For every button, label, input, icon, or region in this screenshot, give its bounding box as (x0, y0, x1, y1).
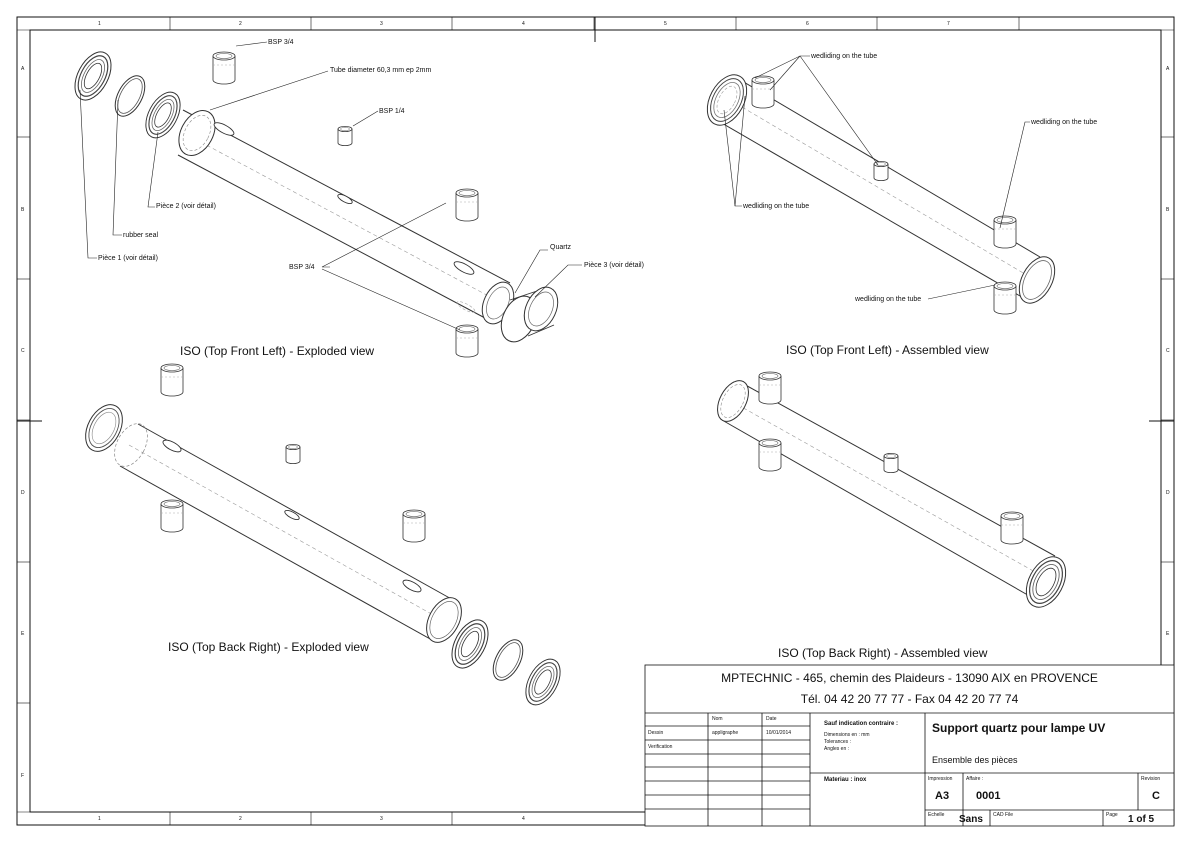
affaire-number: 0001 (976, 790, 1001, 802)
zone-col-bottom-2: 2 (239, 816, 242, 822)
zone-col-bottom-3: 3 (380, 816, 383, 822)
view-title-back-exploded: ISO (Top Back Right) - Exploded view (168, 640, 369, 654)
callout-quartz: Quartz (550, 244, 572, 251)
row-label-dessin: Dessin (648, 730, 664, 736)
zone-row-e-left: E (21, 631, 25, 637)
zone-col-bottom-4: 4 (522, 816, 525, 822)
drawing-title: Support quartz pour lampe UV (932, 721, 1106, 735)
callout-rubber-seal: rubber seal (123, 232, 159, 239)
revision-label: Revision (1141, 776, 1161, 782)
zone-row-a-left: A (21, 66, 25, 72)
assembled-view-front (706, 55, 1056, 315)
zone-row-e-right: E (1166, 631, 1170, 637)
header-date: Date (766, 716, 777, 722)
callout-welding-bottom: wedliding on the tube (855, 296, 922, 303)
zone-row-c-left: C (21, 348, 25, 354)
zone-row-b-left: B (21, 207, 25, 213)
material: Materiau : inox (824, 777, 867, 783)
company-phone: Tél. 04 42 20 77 77 - Fax 04 42 20 77 74 (800, 692, 1019, 706)
zone-col-4: 4 (522, 21, 525, 27)
header-nom: Nom (712, 716, 723, 722)
zone-col-6: 6 (806, 21, 809, 27)
cad-file-label: CAD File (993, 812, 1014, 818)
zone-col-5: 5 (664, 21, 667, 27)
zone-col-7: 7 (947, 21, 950, 27)
zone-col-2: 2 (239, 21, 242, 27)
zone-row-b-right: B (1166, 207, 1170, 213)
callout-piece-1: Pièce 1 (voir détail) (98, 255, 158, 262)
page-label: Page (1106, 812, 1118, 818)
affaire-label: Affaire : (966, 776, 984, 782)
assembled-view-back (717, 371, 1067, 608)
sauf-indication: Sauf indication contraire : (824, 721, 899, 727)
callout-welding-top: wedliding on the tube (811, 53, 878, 60)
exploded-view-front (66, 41, 582, 358)
zone-row-d-right: D (1166, 490, 1170, 496)
exploded-view-back (85, 363, 568, 712)
echelle-value: Sans (959, 814, 983, 825)
dessin-name: appligraphe (712, 730, 739, 736)
row-label-verification: Verification (648, 744, 673, 750)
callout-piece-2: Pièce 2 (voir détail) (156, 203, 216, 210)
zone-row-a-right: A (1166, 66, 1170, 72)
view-title-front-exploded: ISO (Top Front Left) - Exploded view (180, 344, 375, 358)
zone-row-f-left: F (21, 773, 25, 779)
page-number: 1 of 5 (1128, 814, 1155, 825)
echelle-label: Echelle (928, 812, 945, 818)
drawing-subtitle: Ensemble des pièces (932, 755, 1018, 765)
callout-tube: Tube diameter 60,3 mm ep 2mm (330, 67, 432, 74)
title-block-lines (644, 664, 1175, 827)
view-title-front-assembled: ISO (Top Front Left) - Assembled view (786, 343, 989, 357)
revision-letter: C (1152, 790, 1160, 802)
zone-col-3: 3 (380, 21, 383, 27)
angles: Angles en : (824, 746, 850, 752)
zone-row-d-left: D (21, 490, 25, 496)
dimensions-unit: Dimensions en : mm (824, 732, 870, 738)
zone-row-c-right: C (1166, 348, 1170, 354)
callout-welding-left: wedliding on the tube (743, 203, 810, 210)
dessin-date: 10/01/2014 (766, 730, 792, 736)
zone-col-1: 1 (98, 21, 101, 27)
callout-welding-right: wedliding on the tube (1031, 119, 1098, 126)
zone-col-bottom-1: 1 (98, 816, 101, 822)
callout-bsp-3-4-middle: BSP 3/4 (289, 264, 315, 271)
callout-piece-3: Pièce 3 (voir détail) (584, 262, 644, 269)
callout-bsp-3-4-top: BSP 3/4 (268, 39, 294, 46)
impression-format: A3 (935, 790, 950, 802)
view-title-back-assembled: ISO (Top Back Right) - Assembled view (778, 646, 988, 660)
company-address: MPTECHNIC - 465, chemin des Plaideurs - … (721, 671, 1098, 685)
tolerances: Tolerances : (824, 739, 851, 745)
impression-label: Impression (928, 776, 953, 782)
callout-bsp-1-4: BSP 1/4 (379, 108, 405, 115)
